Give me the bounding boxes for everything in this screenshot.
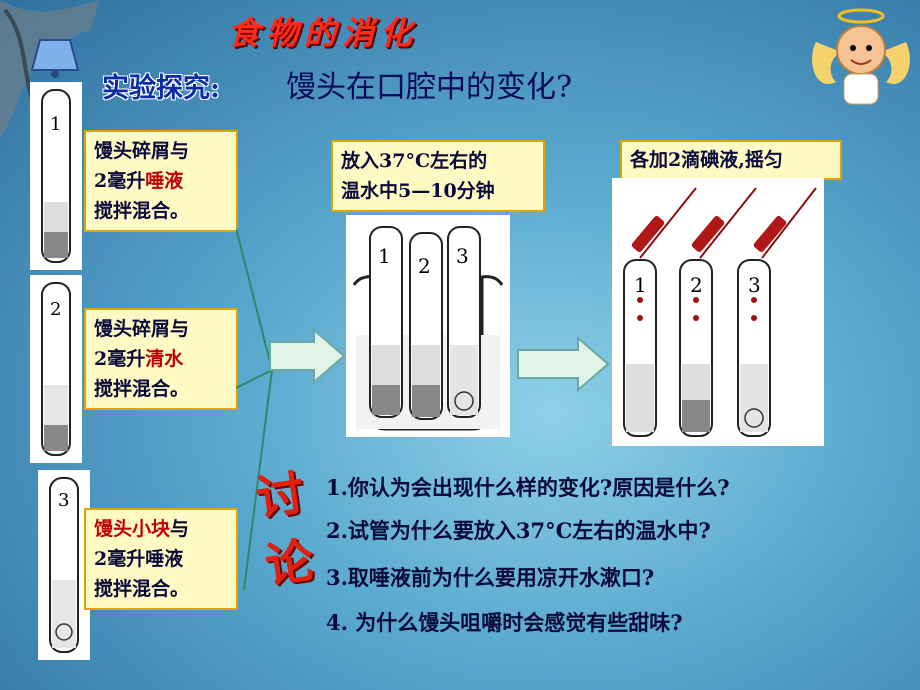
section-badge: 实验探究: [102,73,220,104]
tube-number: 2 [690,273,703,297]
tube-number: 1 [634,273,647,297]
arrow-right-icon [517,336,610,392]
question-3: 3.取唾液前为什么要用凉开水漱口? [326,565,655,590]
bell-icon [0,0,100,140]
question-2: 2.试管为什么要放入37°C左右的温水中? [326,518,711,543]
tube-panel-3: 3 [38,470,90,660]
arrow-right-icon [269,328,346,384]
tube-number: 3 [748,273,761,297]
beaker-image: 1 2 3 [346,215,510,437]
page-title: 食物的消化 [228,14,419,52]
tube-number: 3 [58,490,69,511]
step-box-saliva: 馒头碎屑与 2毫升唾液 搅拌混合。 [84,130,238,232]
step-box-iodine: 各加2滴碘液,摇匀 [620,140,842,180]
tube-number: 3 [456,244,469,268]
tube-panel-2: 2 [30,275,82,463]
question-4: 4. 为什么馒头咀嚼时会感觉有些甜味? [326,610,683,635]
step-box-water: 馒头碎屑与 2毫升清水 搅拌混合。 [84,308,238,410]
step-box-warm-water: 放入37°C左右的 温水中5—10分钟 [331,140,545,212]
question-1: 1.你认为会出现什么样的变化?原因是什么? [326,475,730,500]
tube-number: 1 [50,114,61,135]
tube-number: 2 [418,254,431,278]
angel-icon [812,8,910,105]
tube-number: 2 [50,299,61,320]
tube-panel-1: 1 [30,82,82,270]
step-box-chunk: 馒头小块与 2毫升唾液 搅拌混合。 [84,508,238,610]
section-subtitle: 馒头在口腔中的变化? [286,70,573,105]
tube-number: 1 [378,244,391,268]
connector-lines [236,227,273,591]
dropper-tubes-image: 1 2 3 [612,178,824,446]
